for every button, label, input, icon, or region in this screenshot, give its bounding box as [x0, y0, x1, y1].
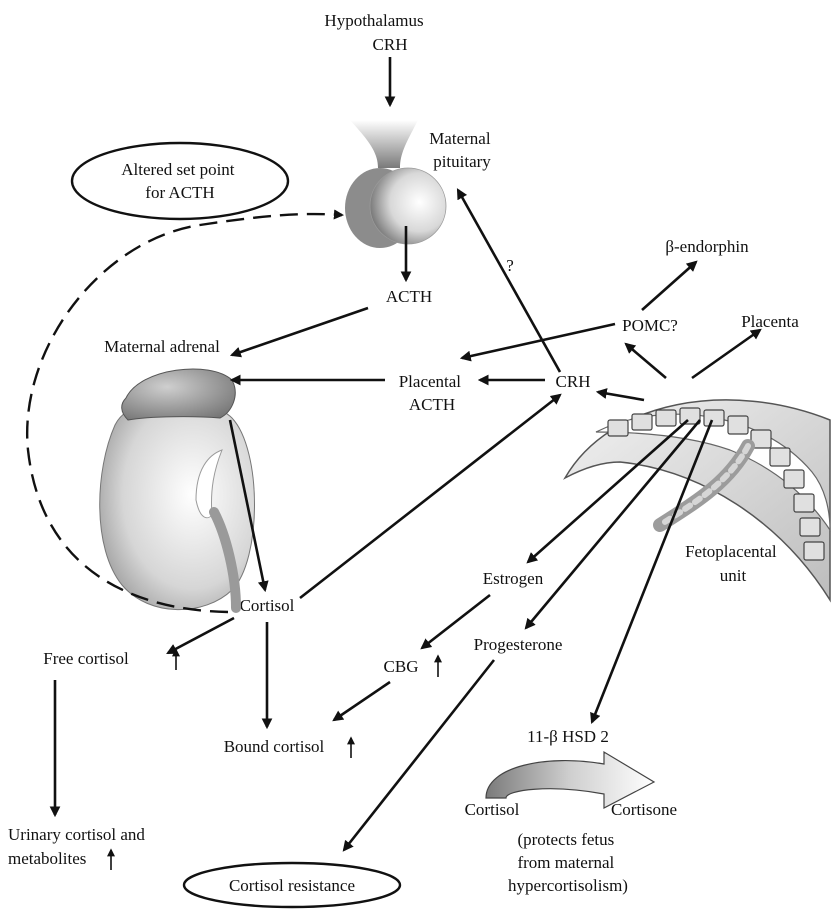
maternal-adrenal-label: Maternal adrenal	[104, 337, 220, 356]
arrow-pomc-to-placental-acth	[462, 324, 615, 358]
pituitary-stalk	[350, 120, 418, 168]
acth-label: ACTH	[386, 287, 432, 306]
urinary-cortisol-label: Urinary cortisol and metabolites	[8, 825, 149, 868]
arrow-placenta-to-crh	[598, 392, 644, 400]
estrogen-label: Estrogen	[483, 569, 544, 588]
conversion-from-label: Cortisol	[465, 800, 520, 819]
placenta-label: Placenta	[741, 312, 799, 331]
set-point-ellipse	[72, 143, 288, 219]
arrow-placenta-to-pomc	[626, 344, 666, 378]
fetoplacental-illustration	[565, 400, 830, 600]
adrenal-cap	[122, 369, 235, 420]
hypothalamus-label: Hypothalamus	[324, 11, 423, 30]
cortisol-resistance-bubble: Cortisol resistance	[184, 863, 400, 907]
cbg-label: CBG	[384, 657, 419, 676]
arrow-progesterone-to-resistance	[344, 660, 494, 850]
arrow-pomc-to-beta-endorphin	[642, 262, 696, 310]
bound-cortisol-label: Bound cortisol	[224, 737, 325, 756]
beta-endorphin-label: β-endorphin	[665, 237, 749, 256]
set-point-bubble: Altered set point for ACTH	[72, 143, 288, 219]
fetoplacental-unit-label: Fetoplacental unit	[685, 542, 781, 585]
hypothalamus-crh-label: CRH	[373, 35, 408, 54]
hsd-label: 11-β HSD 2	[527, 727, 609, 746]
placental-acth-label: Placental ACTH	[399, 372, 466, 414]
protects-fetus-label: (protects fetus from maternal hypercorti…	[508, 830, 628, 895]
question-mark-label: ?	[506, 256, 514, 275]
maternal-pituitary-label: Maternal pituitary	[429, 129, 495, 171]
pomc-label: POMC?	[622, 316, 678, 335]
arrow-to-placenta-label	[692, 330, 760, 378]
cortisol-resistance-label: Cortisol resistance	[229, 876, 355, 895]
cortisol-label: Cortisol	[240, 596, 295, 615]
pituitary-posterior-lobe	[370, 168, 446, 244]
free-cortisol-label: Free cortisol	[43, 649, 129, 668]
conversion-to-label: Cortisone	[611, 800, 677, 819]
arrow-cortisol-to-free-cortisol	[168, 618, 234, 653]
arrow-cortisol-to-crh	[300, 395, 560, 598]
crh-label: CRH	[556, 372, 591, 391]
arrow-cbg-to-bound-cortisol	[334, 682, 390, 720]
arrow-acth-to-adrenal	[232, 308, 368, 355]
progesterone-label: Progesterone	[474, 635, 563, 654]
adrenal-kidney-illustration	[100, 369, 255, 610]
arrow-crh-to-pituitary	[458, 190, 560, 372]
